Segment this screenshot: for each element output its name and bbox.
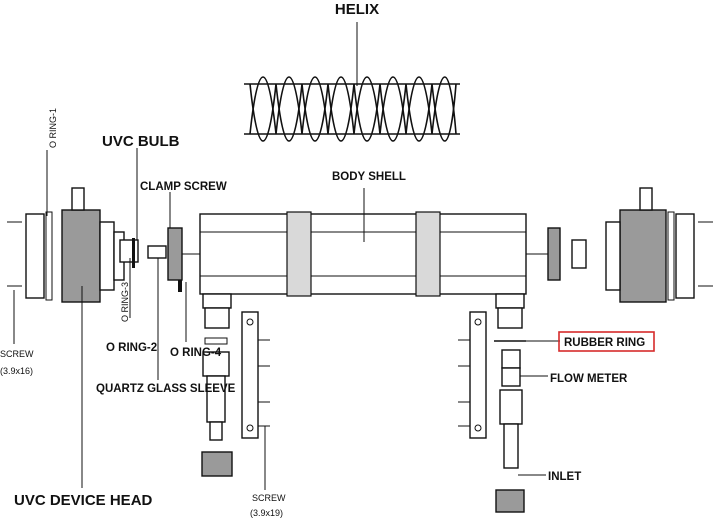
left-fitting	[201, 337, 233, 477]
label-o-ring-2: O RING-2	[106, 342, 157, 354]
label-screw-left-size: (3.9x16)	[0, 366, 33, 376]
label-uvc-device-head: UVC DEVICE HEAD	[14, 492, 153, 509]
label-clamp-screw: CLAMP SCREW	[140, 181, 227, 193]
label-rubber-ring: RUBBER RING	[564, 337, 645, 349]
left-device-head	[7, 148, 200, 488]
label-quartz-glass-sleeve: QUARTZ GLASS SLEEVE	[96, 383, 236, 395]
label-inlet: INLET	[548, 471, 581, 483]
helix-part	[244, 22, 460, 142]
label-screw-left: SCREW	[0, 349, 34, 359]
label-screw-bottom: SCREW	[252, 493, 286, 503]
label-o-ring-3: O RING-3	[120, 282, 130, 322]
rubber-ring-highlight	[558, 331, 655, 352]
right-bracket	[458, 311, 487, 439]
label-o-ring-4: O RING-4	[170, 347, 222, 359]
right-device-head	[526, 187, 713, 303]
right-fitting	[494, 340, 560, 513]
label-o-ring-1: O RING-1	[48, 108, 58, 148]
label-helix: HELIX	[335, 1, 379, 18]
body-shell-part	[199, 188, 527, 329]
label-body-shell: BODY SHELL	[332, 171, 406, 183]
label-flow-meter: FLOW METER	[550, 373, 628, 385]
label-screw-bottom-size: (3.9x19)	[250, 508, 283, 518]
left-bracket	[241, 311, 270, 490]
label-uvc-bulb: UVC BULB	[102, 133, 180, 150]
